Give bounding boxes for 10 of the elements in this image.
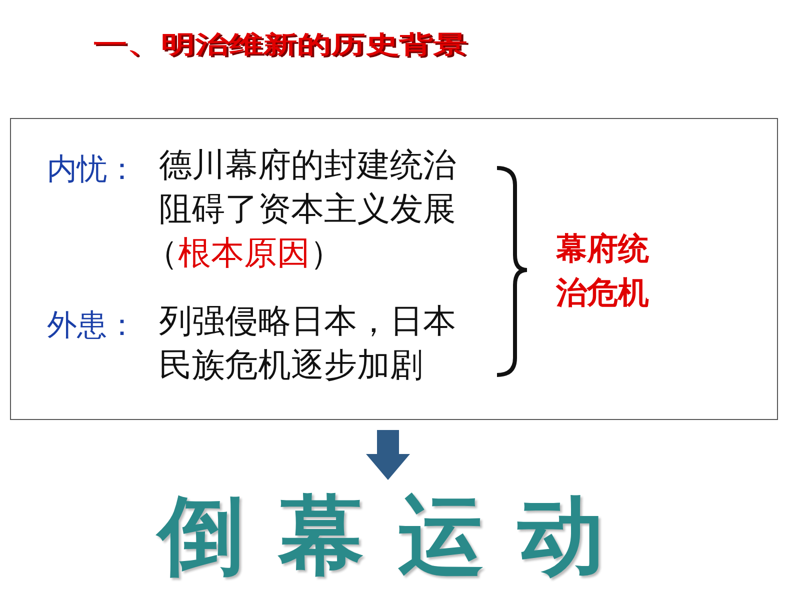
label: 外患： [47,307,137,345]
note-text: （根本原因） [145,232,344,274]
label: 内忧： [47,151,137,189]
arrow [366,430,410,480]
conclusion-text: 幕府统治危机 [556,230,650,313]
body-text: 德川幕府的封建统治阻碍了资本主义发展 [159,144,457,230]
body-text: 列强侵略日本，日本民族危机逐步加剧 [159,300,457,386]
content-box [10,118,778,420]
heading-text: 倒幕运动 [158,478,638,595]
title: 一、明治维新的历史背景 [92,30,468,61]
